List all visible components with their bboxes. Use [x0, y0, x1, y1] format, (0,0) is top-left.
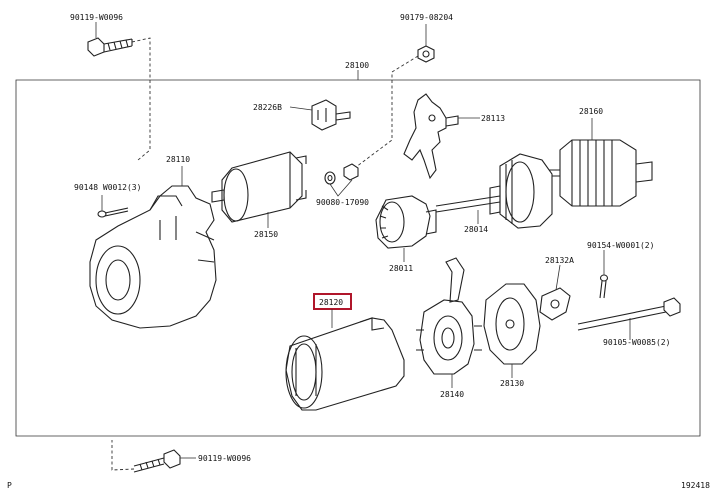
leader-bolt-top: [131, 37, 151, 161]
leader-insulator: [555, 264, 561, 291]
label-clutch[interactable]: 28011: [389, 264, 413, 273]
label-corner-left: P: [7, 481, 12, 490]
end-frame[interactable]: [483, 283, 541, 365]
lever[interactable]: [403, 93, 459, 180]
leader-terminal: [289, 106, 313, 111]
label-holder[interactable]: 28140: [440, 390, 464, 399]
label-bolt-bottom[interactable]: 90119-W0096: [198, 454, 251, 463]
screw-left[interactable]: [97, 207, 129, 218]
label-terminal[interactable]: 28226B: [253, 103, 282, 112]
yoke[interactable]: [285, 317, 405, 411]
insulator[interactable]: [539, 287, 571, 321]
label-nut-top[interactable]: 90179-08204: [400, 13, 453, 22]
label-screw-right[interactable]: 90154-W0001(2): [587, 241, 654, 250]
leader-nut-path: [351, 55, 419, 171]
label-end-frame[interactable]: 28130: [500, 379, 524, 388]
armature[interactable]: [543, 139, 653, 207]
label-bolt-top[interactable]: 90119-W0096: [70, 13, 123, 22]
brush-holder[interactable]: [416, 257, 482, 375]
label-through-bolt[interactable]: 90105-W0085(2): [603, 338, 670, 347]
label-washers[interactable]: 90080-17090: [316, 198, 369, 207]
yoke-highlight-box: [313, 293, 352, 310]
label-solenoid[interactable]: 28150: [254, 230, 278, 239]
clutch[interactable]: [375, 195, 437, 249]
label-housing[interactable]: 28110: [166, 155, 190, 164]
leader-bolt-bottom-dash: [111, 440, 135, 471]
shaft-gear[interactable]: [435, 153, 553, 229]
bolt-top[interactable]: [87, 37, 133, 57]
label-assembly[interactable]: 28100: [345, 61, 369, 70]
label-lever[interactable]: 28113: [481, 114, 505, 123]
nut-top[interactable]: [417, 45, 435, 63]
label-insulator[interactable]: 28132A: [545, 256, 574, 265]
label-armature[interactable]: 28160: [579, 107, 603, 116]
label-shaft-gear[interactable]: 28014: [464, 225, 488, 234]
assembly-frame: [15, 79, 701, 437]
screw-right[interactable]: [599, 274, 609, 299]
solenoid[interactable]: [211, 151, 307, 223]
label-screw-left[interactable]: 90148 W0012(3): [74, 183, 141, 192]
washers[interactable]: [324, 163, 359, 185]
bolt-bottom[interactable]: [133, 449, 181, 473]
housing[interactable]: [89, 185, 217, 329]
through-bolt[interactable]: [577, 297, 681, 331]
terminal[interactable]: [311, 99, 351, 131]
leader-washers: [329, 179, 353, 197]
label-yoke[interactable]: 28120: [319, 298, 343, 307]
label-corner-right: 192418: [681, 481, 710, 490]
